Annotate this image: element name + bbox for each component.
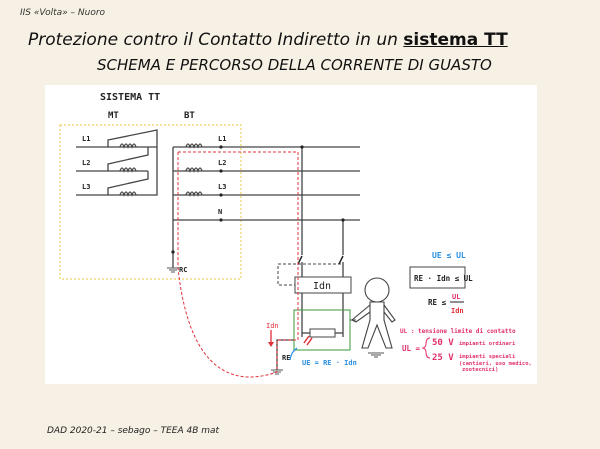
breaker-contacts-icon xyxy=(297,255,344,265)
ul-25v-desc: impianti speciali xyxy=(459,354,516,360)
nodes xyxy=(171,145,345,254)
ul-25v: 25 V xyxy=(432,353,454,363)
ul-50v: 50 V xyxy=(432,338,454,348)
bt-l1-label: L1 xyxy=(218,135,226,143)
coils xyxy=(119,143,203,197)
condition-re-idn: RE · Idn ≤ UL xyxy=(414,274,473,283)
bt-label: BT xyxy=(184,111,195,121)
fault-current-path xyxy=(177,151,299,378)
mt-l1-label: L1 xyxy=(82,135,90,143)
fault-icon xyxy=(303,335,313,346)
exposed-part-box xyxy=(293,309,351,351)
title-text: Protezione contro il Contatto Indiretto … xyxy=(28,30,404,50)
mt-label: MT xyxy=(108,111,119,121)
rcd-box xyxy=(294,276,352,294)
system-label: SISTEMA TT xyxy=(100,92,160,103)
load-resistor xyxy=(309,328,336,338)
ul-definition: UL : tensione limite di contatto xyxy=(400,328,516,335)
slide-title: Protezione contro il Contatto Indiretto … xyxy=(28,30,508,50)
rc-label: RC xyxy=(179,266,187,274)
footer-text: DAD 2020-21 – sebago – TEEA 4B mat xyxy=(47,426,220,436)
ue-arrow xyxy=(289,347,298,361)
mt-l3-label: L3 xyxy=(82,183,90,191)
condition-numerator: UL xyxy=(452,293,460,301)
ground-symbols xyxy=(167,267,384,375)
bt-n-label: N xyxy=(218,208,222,216)
bt-l3-label: L3 xyxy=(218,183,226,191)
rcd-label: Idn xyxy=(313,281,331,292)
slide-subtitle: SCHEMA E PERCORSO DELLA CORRENTE DI GUAS… xyxy=(97,56,492,74)
wiring xyxy=(76,129,360,370)
substation-box xyxy=(59,124,242,280)
condition-ue: UE ≤ UL xyxy=(432,251,466,260)
condition-denominator: Idn xyxy=(451,307,464,315)
idn-arrow-label: Idn xyxy=(266,322,279,330)
idn-arrow xyxy=(268,330,274,347)
bt-l2-label: L2 xyxy=(218,159,226,167)
condition-box xyxy=(409,266,466,289)
person-icon xyxy=(351,277,396,349)
ue-formula: UE = RE · Idn xyxy=(302,359,357,367)
header-text: IIS «Volta» – Nuoro xyxy=(20,8,106,18)
ul-equals: UL = xyxy=(402,344,421,353)
mt-l2-label: L2 xyxy=(82,159,90,167)
title-emphasis: sistema TT xyxy=(403,30,508,50)
ul-25v-desc-3: zootecnici) xyxy=(462,367,498,373)
re-label: RE xyxy=(282,354,290,362)
condition-re-left: RE ≤ xyxy=(428,298,447,307)
ul-50v-desc: impianti ordinari xyxy=(459,341,516,347)
diagram-panel xyxy=(45,85,537,384)
ul-25v-desc-2: (cantieri, uso medico, xyxy=(459,361,532,367)
